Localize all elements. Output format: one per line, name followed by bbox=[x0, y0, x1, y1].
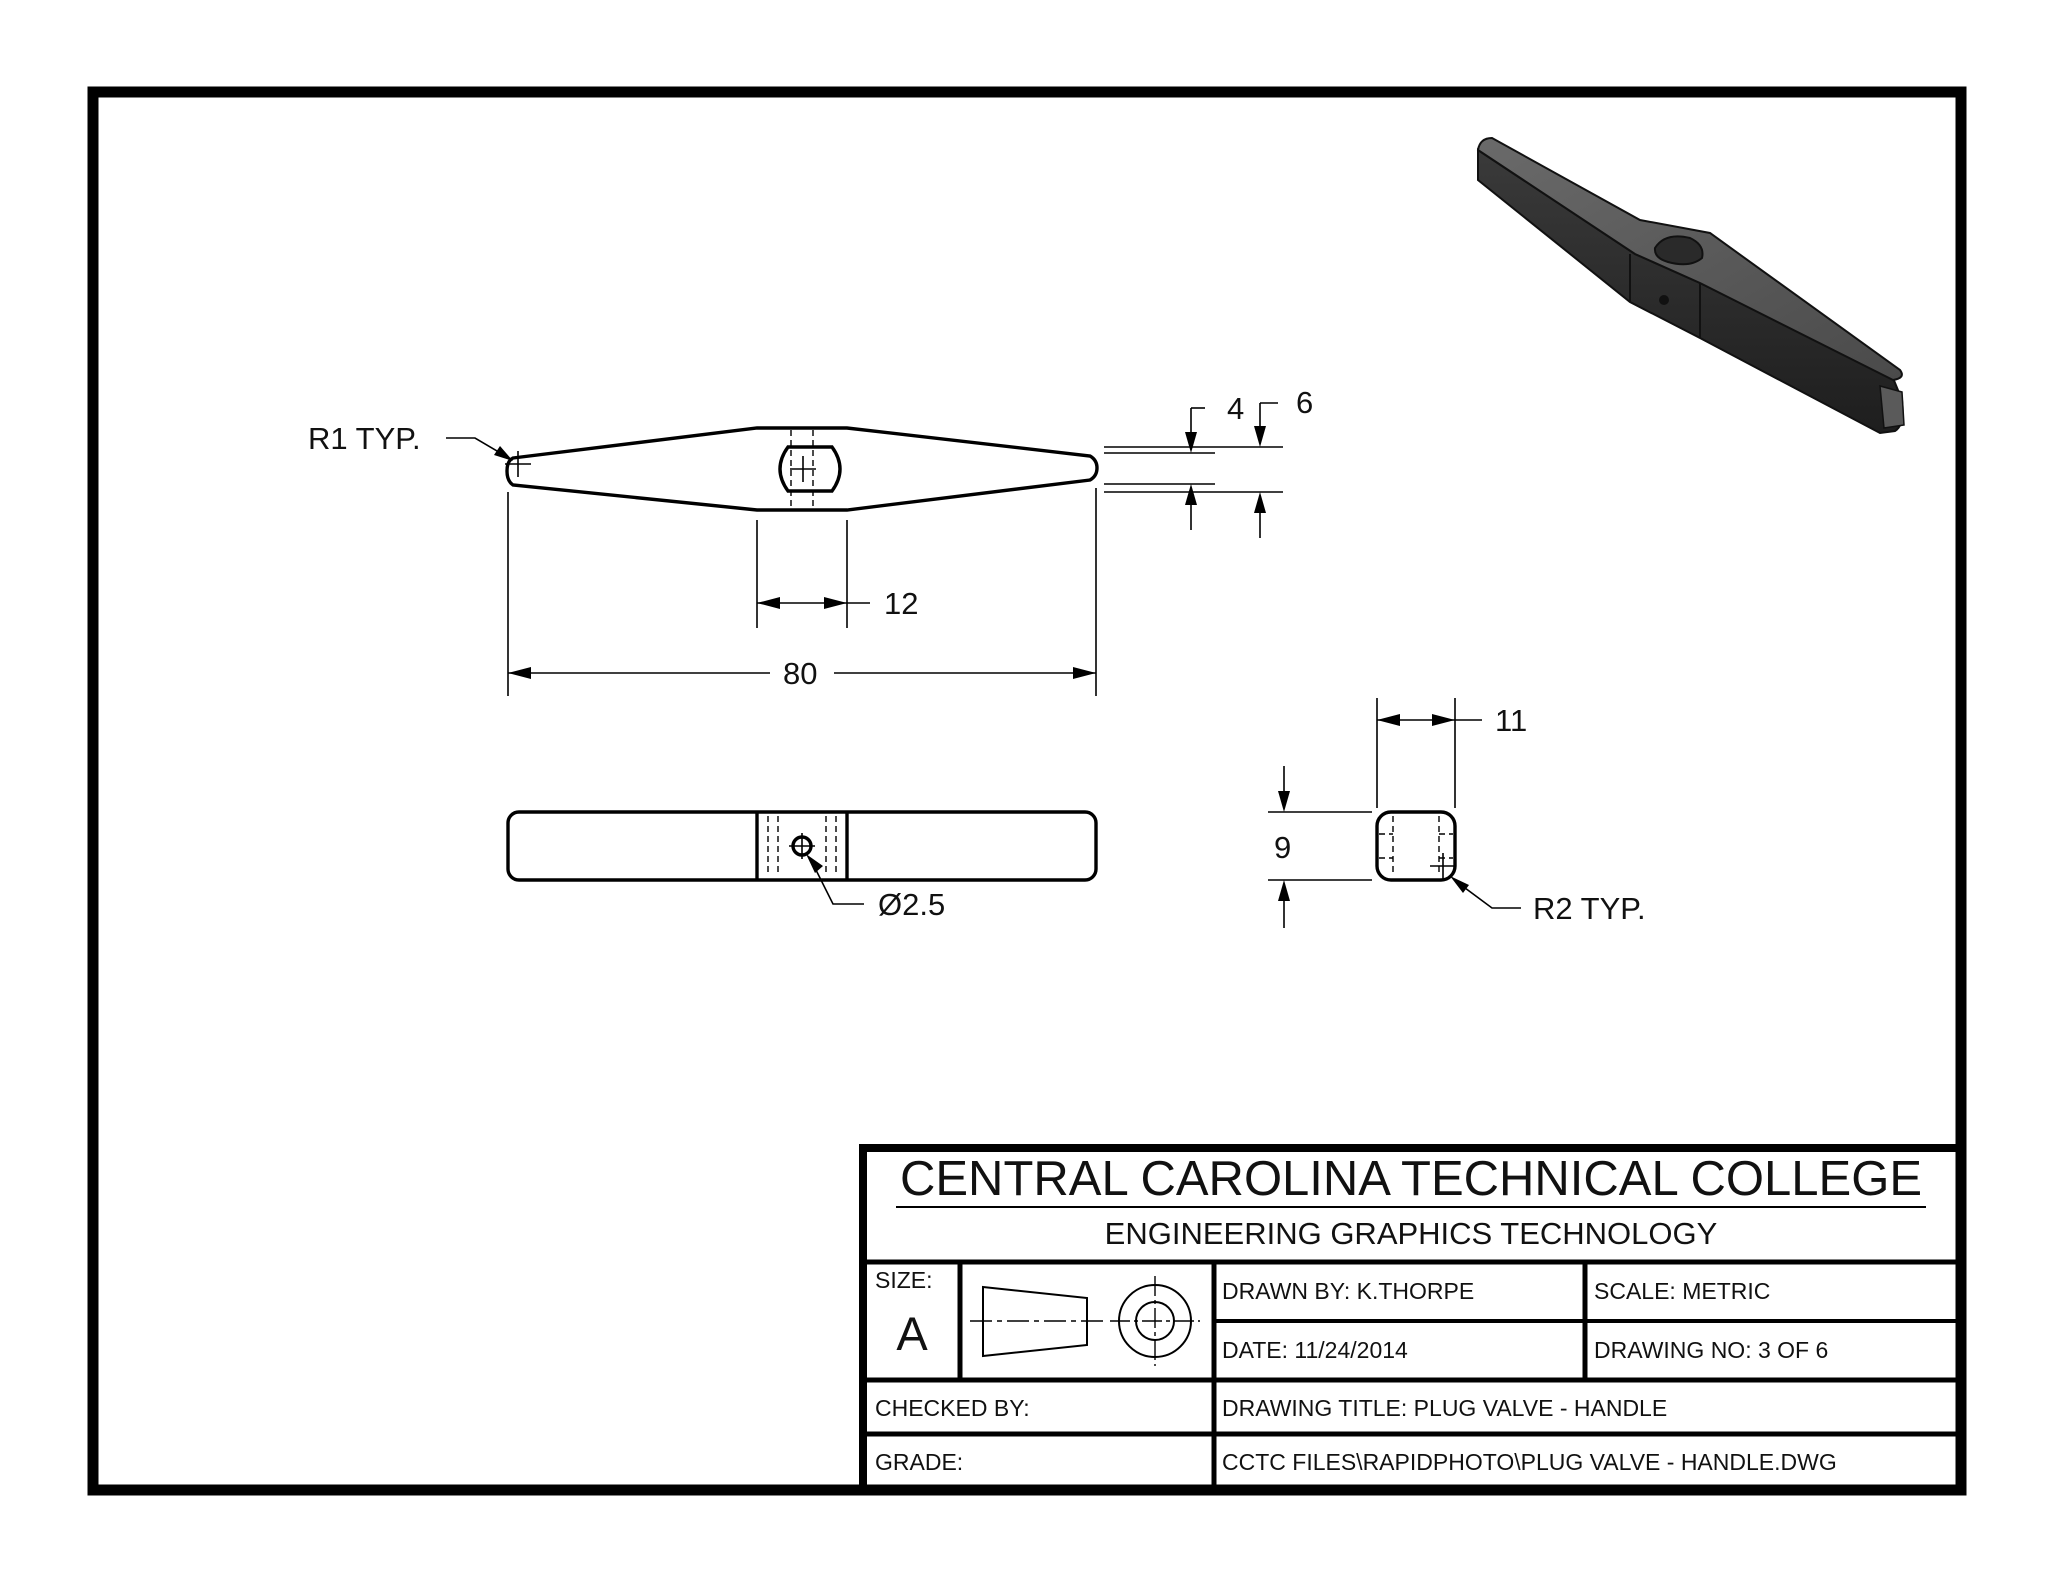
end-width-dimension: 11 bbox=[1376, 698, 1527, 808]
top-view-outline bbox=[506, 810, 1098, 882]
r2-label: R2 TYP. bbox=[1533, 891, 1646, 926]
side-view bbox=[1375, 810, 1457, 882]
overall-length-label: 80 bbox=[783, 656, 817, 691]
end-width-label: 11 bbox=[1495, 703, 1527, 738]
side-view-outline bbox=[1375, 810, 1457, 882]
r1-label: R1 TYP. bbox=[308, 421, 421, 456]
thickness-4-label: 4 bbox=[1227, 391, 1244, 426]
projection-symbol-icon bbox=[970, 1276, 1200, 1366]
size-label: SIZE: bbox=[875, 1267, 933, 1293]
grade: GRADE: bbox=[875, 1449, 963, 1475]
drawing-title: DRAWING TITLE: PLUG VALVE - HANDLE bbox=[1222, 1395, 1667, 1421]
top-view bbox=[506, 810, 1098, 882]
r1-callout: R1 TYP. bbox=[308, 421, 513, 461]
checked-by: CHECKED BY: bbox=[875, 1395, 1030, 1421]
title-block-frame bbox=[859, 1144, 1965, 1494]
title-block: CENTRAL CAROLINA TECHNICAL COLLEGE ENGIN… bbox=[859, 1144, 1965, 1494]
end-height-label: 9 bbox=[1274, 830, 1291, 865]
thickness-dimensions: 4 6 bbox=[1104, 385, 1313, 538]
r2-callout: R2 TYP. bbox=[1450, 876, 1646, 926]
hub-width-label: 12 bbox=[884, 586, 918, 621]
drawing-number: DRAWING NO: 3 OF 6 bbox=[1594, 1337, 1828, 1363]
iso-socket bbox=[1653, 235, 1704, 266]
front-view-outline bbox=[505, 426, 1099, 512]
overall-length-dimension: 80 bbox=[507, 488, 1097, 696]
isometric-view bbox=[1476, 136, 1905, 435]
hole-callout: Ø2.5 bbox=[806, 854, 945, 922]
scale: SCALE: METRIC bbox=[1594, 1278, 1770, 1304]
end-height-dimension: 9 bbox=[1268, 766, 1372, 928]
thickness-6-label: 6 bbox=[1296, 385, 1313, 420]
square-drive-slot bbox=[778, 445, 842, 493]
drawn-by: DRAWN BY: K.THORPE bbox=[1222, 1278, 1474, 1304]
date: DATE: 11/24/2014 bbox=[1222, 1337, 1408, 1363]
school-name: CENTRAL CAROLINA TECHNICAL COLLEGE bbox=[900, 1152, 1922, 1206]
hole-diameter-label: Ø2.5 bbox=[878, 887, 945, 922]
iso-pin-hole bbox=[1659, 295, 1669, 305]
front-view bbox=[505, 426, 1099, 512]
hub-width-dimension: 12 bbox=[756, 520, 918, 628]
size-value: A bbox=[896, 1307, 928, 1360]
program-name: ENGINEERING GRAPHICS TECHNOLOGY bbox=[1105, 1216, 1718, 1251]
file-path: CCTC FILES\RAPIDPHOTO\PLUG VALVE - HANDL… bbox=[1222, 1449, 1837, 1475]
